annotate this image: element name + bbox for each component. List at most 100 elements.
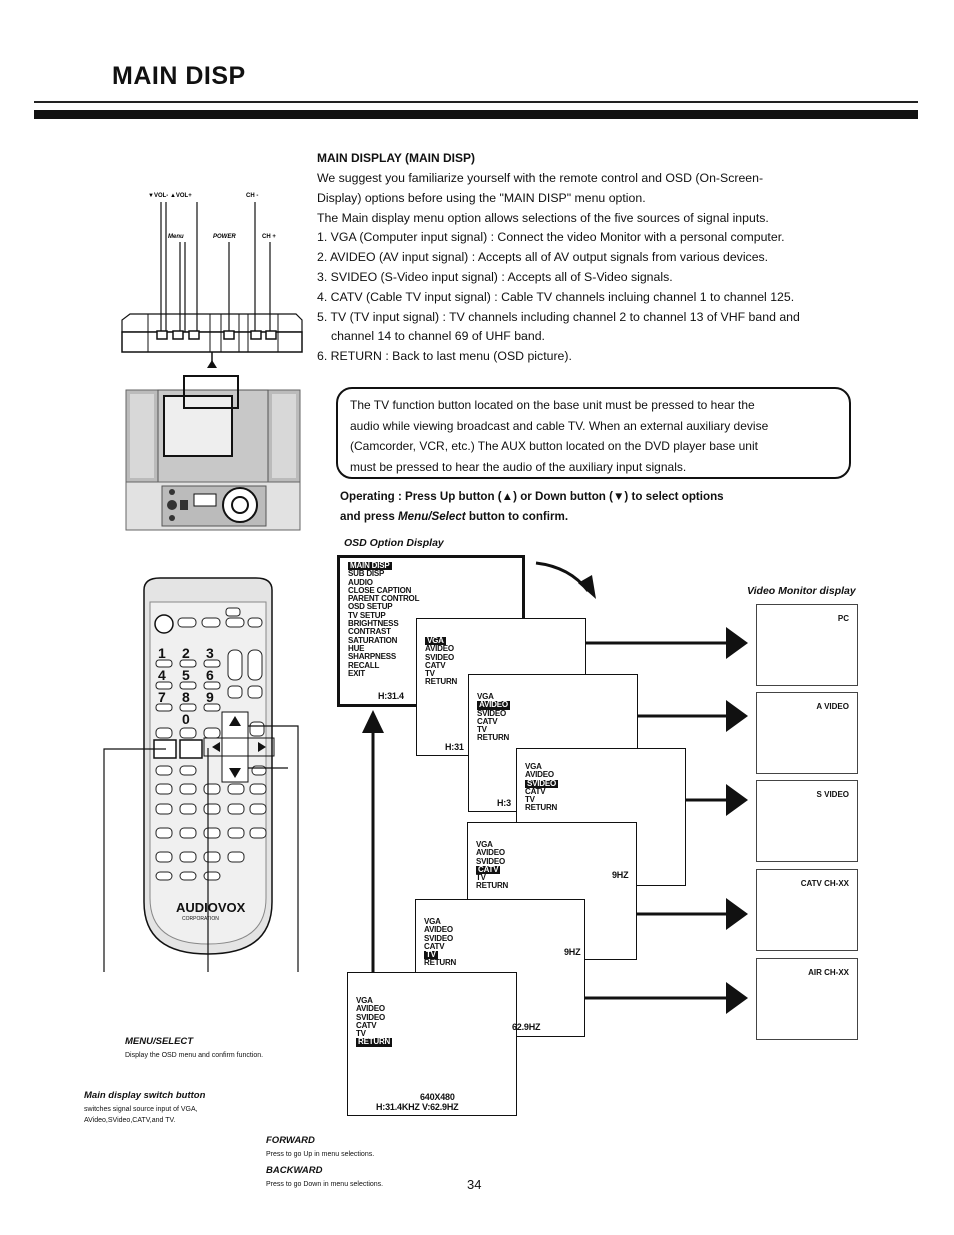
source-item[interactable]: TV	[356, 1029, 366, 1039]
source-item[interactable]: CATV	[425, 660, 446, 670]
source-item[interactable]: RETURN	[425, 677, 458, 687]
menu-item-main-disp[interactable]: MAIN DISP	[348, 561, 392, 571]
section-body: We suggest you familiarize yourself with…	[317, 169, 887, 367]
menu-item[interactable]: SATURATION	[348, 635, 398, 645]
menu-item[interactable]: RECALL	[348, 660, 380, 670]
monitor-catv: CATV CH-XX	[756, 869, 858, 951]
osd-freq-partial: 62.9HZ	[512, 1022, 541, 1032]
menu-item[interactable]: BRIGHTNESS	[348, 619, 399, 629]
menu-item[interactable]: CONTRAST	[348, 627, 391, 637]
menu-select-desc: Display the OSD menu and confirm functio…	[125, 1052, 264, 1059]
note-box: The TV function button located on the ba…	[336, 387, 851, 479]
osd-source-return: VGA AVIDEO SVIDEO CATV TV RETURN 62.9HZ …	[347, 972, 541, 1116]
svg-text:1: 1	[158, 645, 166, 661]
source-item[interactable]: AVIDEO	[525, 770, 554, 780]
source-tv[interactable]: TV	[424, 950, 438, 960]
svg-text:5: 5	[182, 667, 190, 683]
power-label: POWER	[213, 234, 236, 240]
source-return[interactable]: RETURN	[356, 1037, 393, 1047]
svg-text:7: 7	[158, 689, 166, 705]
menu-item[interactable]: PARENT CONTROL	[348, 594, 420, 604]
item-svideo: 3. SVIDEO (S-Video input signal) : Accep…	[317, 269, 673, 284]
menu-item[interactable]: EXIT	[348, 668, 365, 678]
source-item[interactable]: VGA	[424, 917, 441, 926]
osd-option-label: OSD Option Display	[344, 537, 444, 549]
source-item[interactable]: CATV	[356, 1020, 377, 1030]
osd-arrows	[362, 561, 748, 1014]
source-item[interactable]: TV	[476, 873, 486, 883]
source-item[interactable]: AVIDEO	[476, 848, 505, 858]
source-item[interactable]: RETURN	[525, 803, 558, 813]
source-item[interactable]: TV	[525, 795, 535, 805]
source-item[interactable]: RETURN	[424, 958, 457, 968]
forward-desc: Press to go Up in menu selections.	[266, 1151, 375, 1158]
source-item[interactable]: SVIDEO	[477, 708, 507, 718]
source-item[interactable]: AVIDEO	[424, 925, 453, 935]
source-item[interactable]: VGA	[476, 840, 493, 849]
source-item[interactable]: SVIDEO	[356, 1012, 386, 1022]
source-avideo[interactable]: AVIDEO	[477, 700, 510, 710]
source-catv[interactable]: CATV	[476, 864, 501, 875]
source-item[interactable]: RETURN	[477, 733, 510, 743]
svg-text:9: 9	[206, 689, 214, 705]
note-line-2: audio while viewing broadcast and cable …	[350, 418, 769, 433]
source-item[interactable]: SVIDEO	[425, 652, 455, 662]
main-switch-desc-1: switches signal source input of VGA,	[84, 1106, 198, 1113]
menu-item[interactable]: OSD SETUP	[348, 602, 393, 612]
item-tv: 5. TV (TV input signal) : TV channels in…	[317, 309, 800, 324]
menu-select-title: MENU/SELECT	[125, 1036, 194, 1047]
remote-brand: AUDIOVOX	[176, 900, 246, 915]
menu-label: Menu	[168, 234, 184, 240]
menu-item[interactable]: CLOSE CAPTION	[348, 585, 412, 595]
svg-text:4: 4	[158, 667, 166, 683]
svg-text:6: 6	[206, 667, 214, 683]
osd-resolution: 640X480	[420, 1092, 455, 1102]
source-item[interactable]: TV	[477, 725, 487, 735]
section-heading: MAIN DISPLAY (MAIN DISP)	[317, 151, 476, 165]
menu-item[interactable]: SUB DISP	[348, 569, 385, 579]
note-line-1: The TV function button located on the ba…	[350, 398, 755, 412]
source-item[interactable]: VGA	[477, 692, 494, 701]
source-item[interactable]: VGA	[356, 996, 373, 1005]
source-item[interactable]: VGA	[525, 762, 542, 771]
ch-plus-label: CH +	[262, 234, 276, 240]
menu-item[interactable]: SHARPNESS	[348, 652, 396, 662]
remote-brand-sub: CORPORATION	[182, 916, 219, 922]
item-vga: 1. VGA (Computer input signal) : Connect…	[317, 230, 785, 245]
menu-item[interactable]: HUE	[348, 643, 365, 653]
source-item[interactable]: RETURN	[476, 881, 509, 891]
source-item[interactable]: CATV	[477, 716, 498, 726]
main-switch-title: Main display switch button	[84, 1090, 206, 1101]
source-item[interactable]: AVIDEO	[356, 1004, 385, 1014]
menu-item[interactable]: AUDIO	[348, 577, 373, 587]
item-return: 6. RETURN : Back to last menu (OSD pictu…	[317, 349, 572, 364]
operating-instruction: Operating : Press Up button (▲) or Down …	[340, 487, 850, 527]
osd-freq-partial: H:31	[445, 742, 464, 752]
osd-freq-partial: H:31.4	[378, 691, 404, 701]
source-svideo[interactable]: SVIDEO	[525, 778, 559, 788]
source-item[interactable]: SVIDEO	[424, 933, 454, 943]
source-item[interactable]: CATV	[424, 941, 445, 951]
item-avideo: 2. AVIDEO (AV input signal) : Accepts al…	[317, 250, 769, 265]
source-item[interactable]: TV	[425, 669, 435, 679]
menu-item[interactable]: TV SETUP	[348, 610, 386, 620]
monitor-svideo: S VIDEO	[756, 780, 858, 862]
monitor-pc: PC	[756, 604, 858, 686]
backward-desc: Press to go Down in menu selections.	[266, 1181, 384, 1188]
operating-line-1: Operating : Press Up button (▲) or Down …	[340, 490, 724, 503]
intro-line-1: We suggest you familiarize yourself with…	[317, 171, 764, 185]
monitor-air: AIR CH-XX	[756, 958, 858, 1040]
ch-minus-label: CH -	[246, 193, 258, 199]
monitor-avideo: A VIDEO	[756, 692, 858, 774]
source-item[interactable]: SVIDEO	[476, 856, 506, 866]
svg-text:3: 3	[206, 645, 214, 661]
source-item[interactable]: AVIDEO	[425, 644, 454, 654]
osd-freq-partial: H:3	[497, 798, 511, 808]
header-rule-thick	[34, 110, 918, 119]
source-vga[interactable]: VGA	[425, 636, 446, 646]
operating-line-2: and press Menu/Select button to confirm.	[340, 510, 569, 523]
base-unit-diagram: ▼VOL- ▲VOL+ CH - Menu POWER CH +	[121, 193, 303, 531]
page-number: 34	[467, 1177, 482, 1192]
source-item[interactable]: CATV	[525, 786, 546, 796]
